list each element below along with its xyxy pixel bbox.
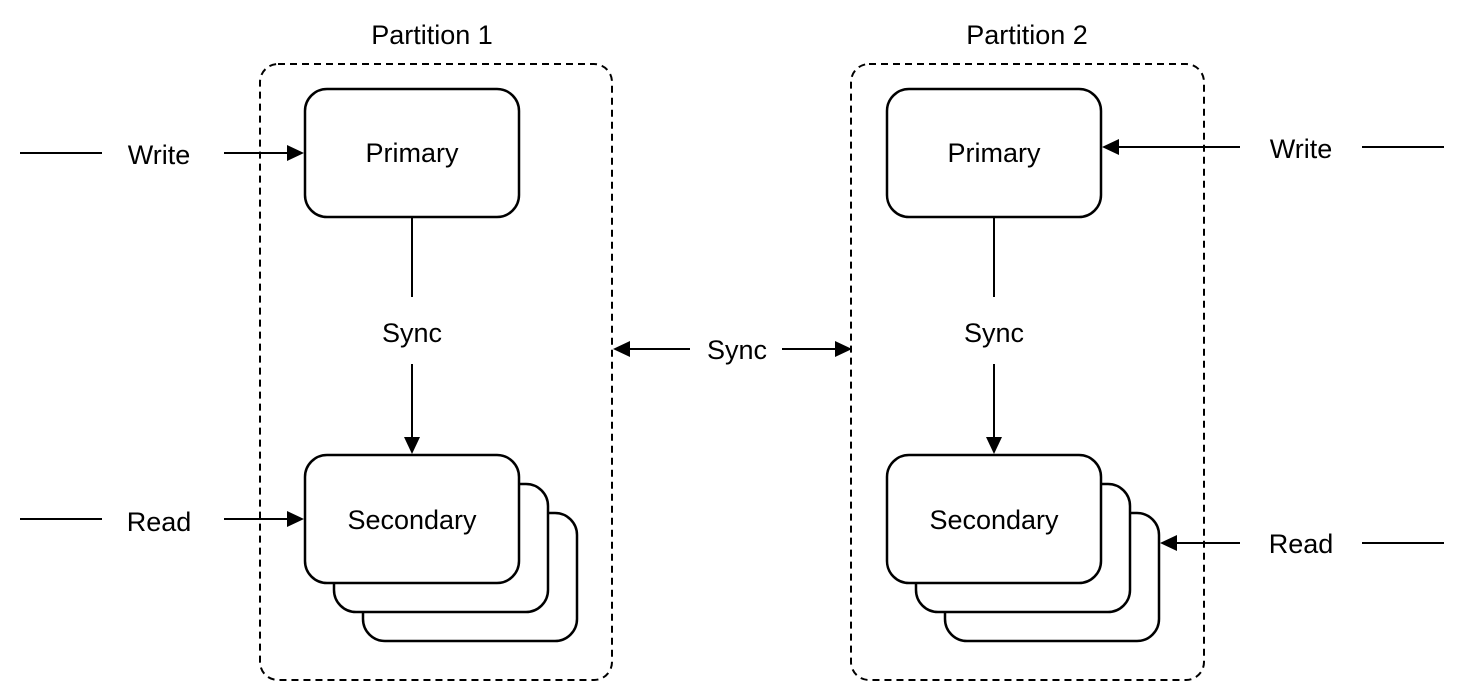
partition-1-internal-sync-arrow: Sync	[382, 217, 442, 454]
partition-1-primary-node: Primary	[303, 87, 521, 219]
partition-2-write-label: Write	[1270, 134, 1333, 164]
partition-1-secondary-box	[303, 453, 521, 585]
partition-2-write-arrowhead	[1102, 139, 1119, 155]
partition-2-internal-sync-arrow: Sync	[964, 217, 1024, 454]
cross-sync-arrowhead-right	[835, 341, 852, 357]
partition-1-secondary-label: Secondary	[347, 505, 477, 535]
partition-2-boundary	[850, 63, 1205, 681]
partition-2: Partition 2 Primary Secondary Sync Write	[850, 20, 1444, 681]
partition-2-title: Partition 2	[966, 20, 1088, 50]
partition-2-primary-label: Primary	[948, 138, 1041, 168]
partition-2-secondary-stack: Secondary	[885, 453, 1161, 643]
partition-2-secondary-label: Secondary	[929, 505, 1059, 535]
cross-partition-sync-arrow: Sync	[613, 335, 852, 365]
partition-1-read-arrow: Read	[20, 507, 304, 537]
partition-1-primary-label: Primary	[366, 138, 459, 168]
partition-2-read-arrowhead	[1160, 535, 1177, 551]
partition-2-sync-arrowhead	[986, 437, 1002, 454]
cross-sync-arrowhead-left	[613, 341, 630, 357]
partition-2-write-arrow: Write	[1102, 134, 1444, 164]
partition-1-write-label: Write	[128, 140, 191, 170]
partition-1-read-arrowhead	[287, 511, 304, 527]
partition-2-read-arrow: Read	[1160, 529, 1444, 559]
partition-1: Partition 1 Primary Secondary Sync Write	[20, 20, 613, 681]
partition-1-title: Partition 1	[371, 20, 493, 50]
partition-1-write-arrow: Write	[20, 140, 304, 170]
partition-1-write-arrowhead	[287, 145, 304, 161]
partition-1-boundary	[259, 63, 613, 681]
partition-2-sync-label: Sync	[964, 318, 1024, 348]
partition-2-read-label: Read	[1269, 529, 1334, 559]
partition-2-primary-node: Primary	[885, 87, 1103, 219]
partition-1-read-label: Read	[127, 507, 192, 537]
partition-1-secondary-stack: Secondary	[303, 453, 579, 643]
partition-1-sync-label: Sync	[382, 318, 442, 348]
partition-1-sync-arrowhead	[404, 437, 420, 454]
cross-sync-label: Sync	[707, 335, 767, 365]
partition-2-secondary-box	[885, 453, 1103, 585]
